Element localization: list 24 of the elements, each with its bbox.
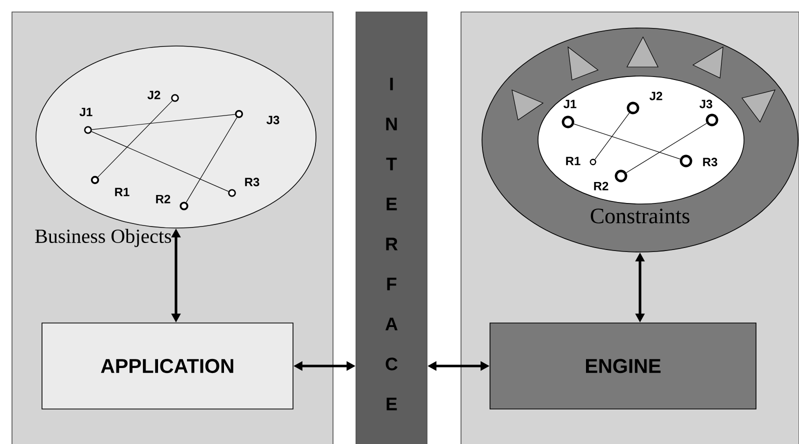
dot-label: J3: [266, 116, 280, 124]
connector-line: [626, 122, 708, 174]
ellipse-label: Business Objects: [35, 228, 172, 248]
dot-label: J1: [564, 100, 576, 108]
connector-line: [594, 112, 630, 160]
ellipse-label: Constraints: [590, 208, 690, 224]
dot-label: R2: [594, 182, 608, 190]
dot-label: J3: [700, 100, 712, 108]
interface-band: I N T E R F A C E: [356, 12, 428, 444]
dot-label: R2: [156, 194, 170, 204]
connector-line: [98, 100, 173, 178]
dot-label: R1: [566, 156, 580, 166]
connector-line: [91, 131, 229, 192]
dot-label: R1: [115, 188, 130, 196]
process-box: APPLICATION: [42, 322, 294, 410]
dot-label: R3: [245, 178, 260, 186]
connector-line: [186, 117, 238, 203]
dot-label: J2: [148, 90, 160, 100]
connector-line: [574, 124, 680, 160]
dot-label: J1: [80, 108, 92, 116]
process-box: ENGINE: [490, 322, 756, 410]
dot-label: J2: [650, 92, 662, 100]
connector-line: [92, 114, 236, 130]
dot-label: R3: [703, 158, 718, 166]
